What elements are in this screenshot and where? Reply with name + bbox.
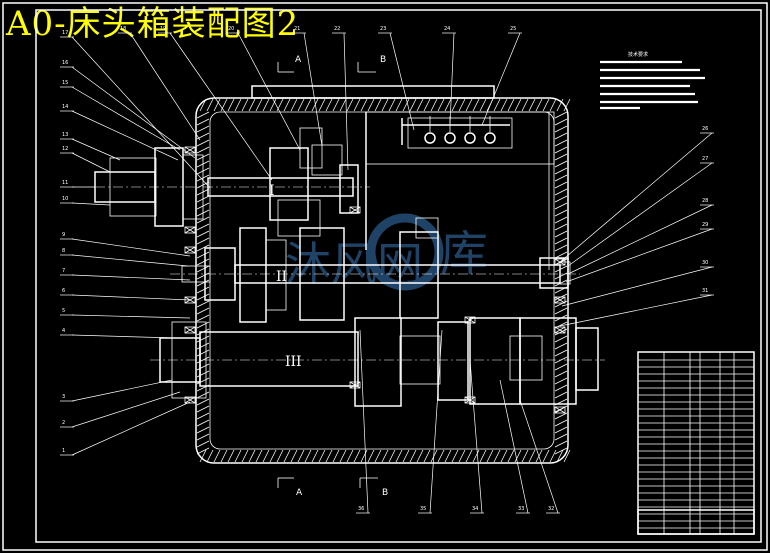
callout-36: 36 <box>358 506 364 512</box>
callout-23: 23 <box>380 26 386 32</box>
callout-2: 2 <box>62 420 65 426</box>
callout-30: 30 <box>702 260 708 266</box>
callout-20: 20 <box>228 26 234 32</box>
section-marker-B-top: B <box>380 55 386 65</box>
callout-26: 26 <box>702 126 708 132</box>
section-marker-A-top: A <box>295 55 302 65</box>
callout-16: 16 <box>62 60 68 66</box>
notes-heading: 技术要求 <box>628 51 648 58</box>
parts-list-table <box>637 351 755 535</box>
callout-29: 29 <box>702 222 708 228</box>
callout-27: 27 <box>702 156 708 162</box>
callout-32: 32 <box>548 506 554 512</box>
shift-fork-assembly <box>401 116 513 149</box>
watermark-logo: 沐风网 库 <box>285 213 488 291</box>
callout-25: 25 <box>510 26 516 32</box>
shaft-II: II <box>170 217 580 323</box>
callout-18: 18 <box>120 26 126 32</box>
callout-9: 9 <box>62 232 65 238</box>
inner-border <box>35 9 762 543</box>
callout-13: 13 <box>62 132 68 138</box>
callout-6: 6 <box>62 288 65 294</box>
shaft-III: III <box>150 317 605 407</box>
callout-11: 11 <box>62 180 68 186</box>
callout-7: 7 <box>62 268 65 274</box>
shaft-I: I <box>94 127 370 237</box>
shaft-label-II: II <box>276 269 287 285</box>
callout-3: 3 <box>62 394 65 400</box>
gearbox-housing <box>195 85 569 464</box>
svg-text:库: 库 <box>440 226 488 282</box>
callout-8: 8 <box>62 248 65 254</box>
shaft-label-III: III <box>285 354 302 370</box>
callout-15: 15 <box>62 80 68 86</box>
callout-12: 12 <box>62 146 68 152</box>
technical-notes: 技术要求 <box>600 51 705 110</box>
callout-34: 34 <box>472 506 478 512</box>
callout-10: 10 <box>62 196 68 202</box>
section-markers: A B A B <box>277 55 388 498</box>
callout-31: 31 <box>702 288 708 294</box>
callout-14: 14 <box>62 104 68 110</box>
section-marker-B-bottom: B <box>382 488 388 498</box>
callout-19: 19 <box>160 26 166 32</box>
section-marker-A-bottom: A <box>296 488 303 498</box>
callout-22: 22 <box>334 26 340 32</box>
callout-1: 1 <box>62 448 65 454</box>
callout-33: 33 <box>518 506 524 512</box>
callout-17: 17 <box>62 30 68 36</box>
callout-21: 21 <box>294 26 300 32</box>
callout-5: 5 <box>62 308 65 314</box>
callout-4: 4 <box>62 328 65 334</box>
callout-28: 28 <box>702 198 708 204</box>
shaft-label-I: I <box>269 183 275 199</box>
callout-35: 35 <box>420 506 426 512</box>
fasteners <box>184 146 566 414</box>
callout-24: 24 <box>444 26 450 32</box>
